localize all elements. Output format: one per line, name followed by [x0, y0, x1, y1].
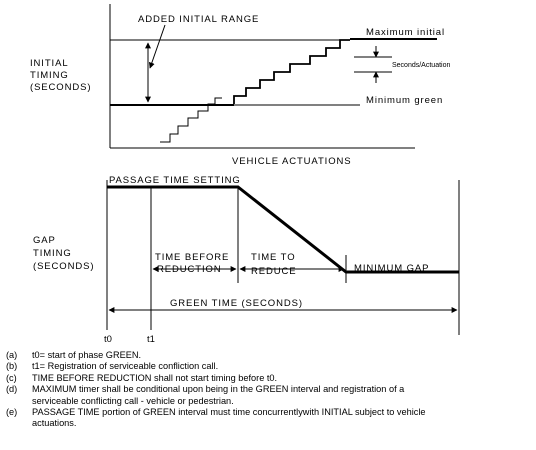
- gap-timing-diagram: PASSAGE TIME SETTING TIME BEFORE REDUCTI…: [33, 175, 460, 345]
- initial-timing-diagram: ADDED INITIAL RANGE Maximum initial Seco…: [30, 4, 450, 167]
- time-before-reduction-label-line1: TIME BEFORE: [155, 252, 229, 263]
- footnote-text: MAXIMUM timer shall be conditional upon …: [32, 384, 405, 406]
- footnotes: (a) t0= start of phase GREEN. (b) t1= Re…: [6, 350, 531, 430]
- maximum-initial-label: Maximum initial: [366, 27, 445, 38]
- gap-timing-label-line2: TIMING: [33, 248, 72, 259]
- footnote-letter: (a): [6, 350, 18, 360]
- initial-staircase-lower: [160, 97, 222, 143]
- added-initial-range-label: ADDED INITIAL RANGE: [138, 14, 259, 25]
- initial-timing-label-line1: INITIAL: [30, 58, 69, 69]
- footnote-e: (e) PASSAGE TIME portion of GREEN interv…: [6, 407, 531, 430]
- gap-timing-label-line1: GAP: [33, 235, 56, 246]
- time-before-reduction-label-line2: REDUCTION: [157, 264, 222, 275]
- footnote-letter: (d): [6, 384, 18, 395]
- initial-staircase-upper: [233, 39, 350, 104]
- green-time-label: GREEN TIME (SECONDS): [170, 298, 303, 309]
- gap-timing-label-line3: (SECONDS): [33, 261, 94, 272]
- footnote-c: (c) TIME BEFORE REDUCTION shall not star…: [6, 373, 531, 384]
- gap-timing-profile: [107, 185, 459, 274]
- footnote-text: t1= Registration of serviceable conflict…: [32, 361, 219, 372]
- passage-time-setting-label: PASSAGE TIME SETTING: [109, 175, 241, 186]
- vehicle-actuations-label: VEHICLE ACTUATIONS: [232, 156, 352, 167]
- footnote-letter: (b): [6, 361, 18, 372]
- added-initial-range-leader: [148, 24, 166, 69]
- footnote-a: (a) t0= start of phase GREEN.: [6, 350, 531, 361]
- initial-timing-label-line2: TIMING: [30, 70, 69, 81]
- footnote-text: TIME BEFORE REDUCTION shall not start ti…: [32, 372, 278, 383]
- footnote-text: t0= start of phase GREEN.: [32, 350, 142, 360]
- minimum-gap-label: MINIMUM GAP: [354, 263, 429, 274]
- footnote-letter: (e): [6, 407, 18, 418]
- time-to-reduce-label-line1: TIME TO: [251, 252, 295, 263]
- seconds-per-actuation-label: Seconds/Actuation: [392, 62, 450, 69]
- minimum-green-label: Minimum green: [366, 95, 443, 106]
- t0-label: t0: [104, 334, 112, 345]
- t1-label: t1: [147, 334, 155, 345]
- initial-timing-label-line3: (SECONDS): [30, 82, 91, 93]
- footnote-text: PASSAGE TIME portion of GREEN interval m…: [32, 407, 426, 429]
- footnote-d: (d) MAXIMUM timer shall be conditional u…: [6, 384, 531, 407]
- time-to-reduce-label-line2: REDUCE: [251, 266, 297, 277]
- footnote-letter: (c): [6, 372, 17, 383]
- footnote-b: (b) t1= Registration of serviceable conf…: [6, 361, 531, 372]
